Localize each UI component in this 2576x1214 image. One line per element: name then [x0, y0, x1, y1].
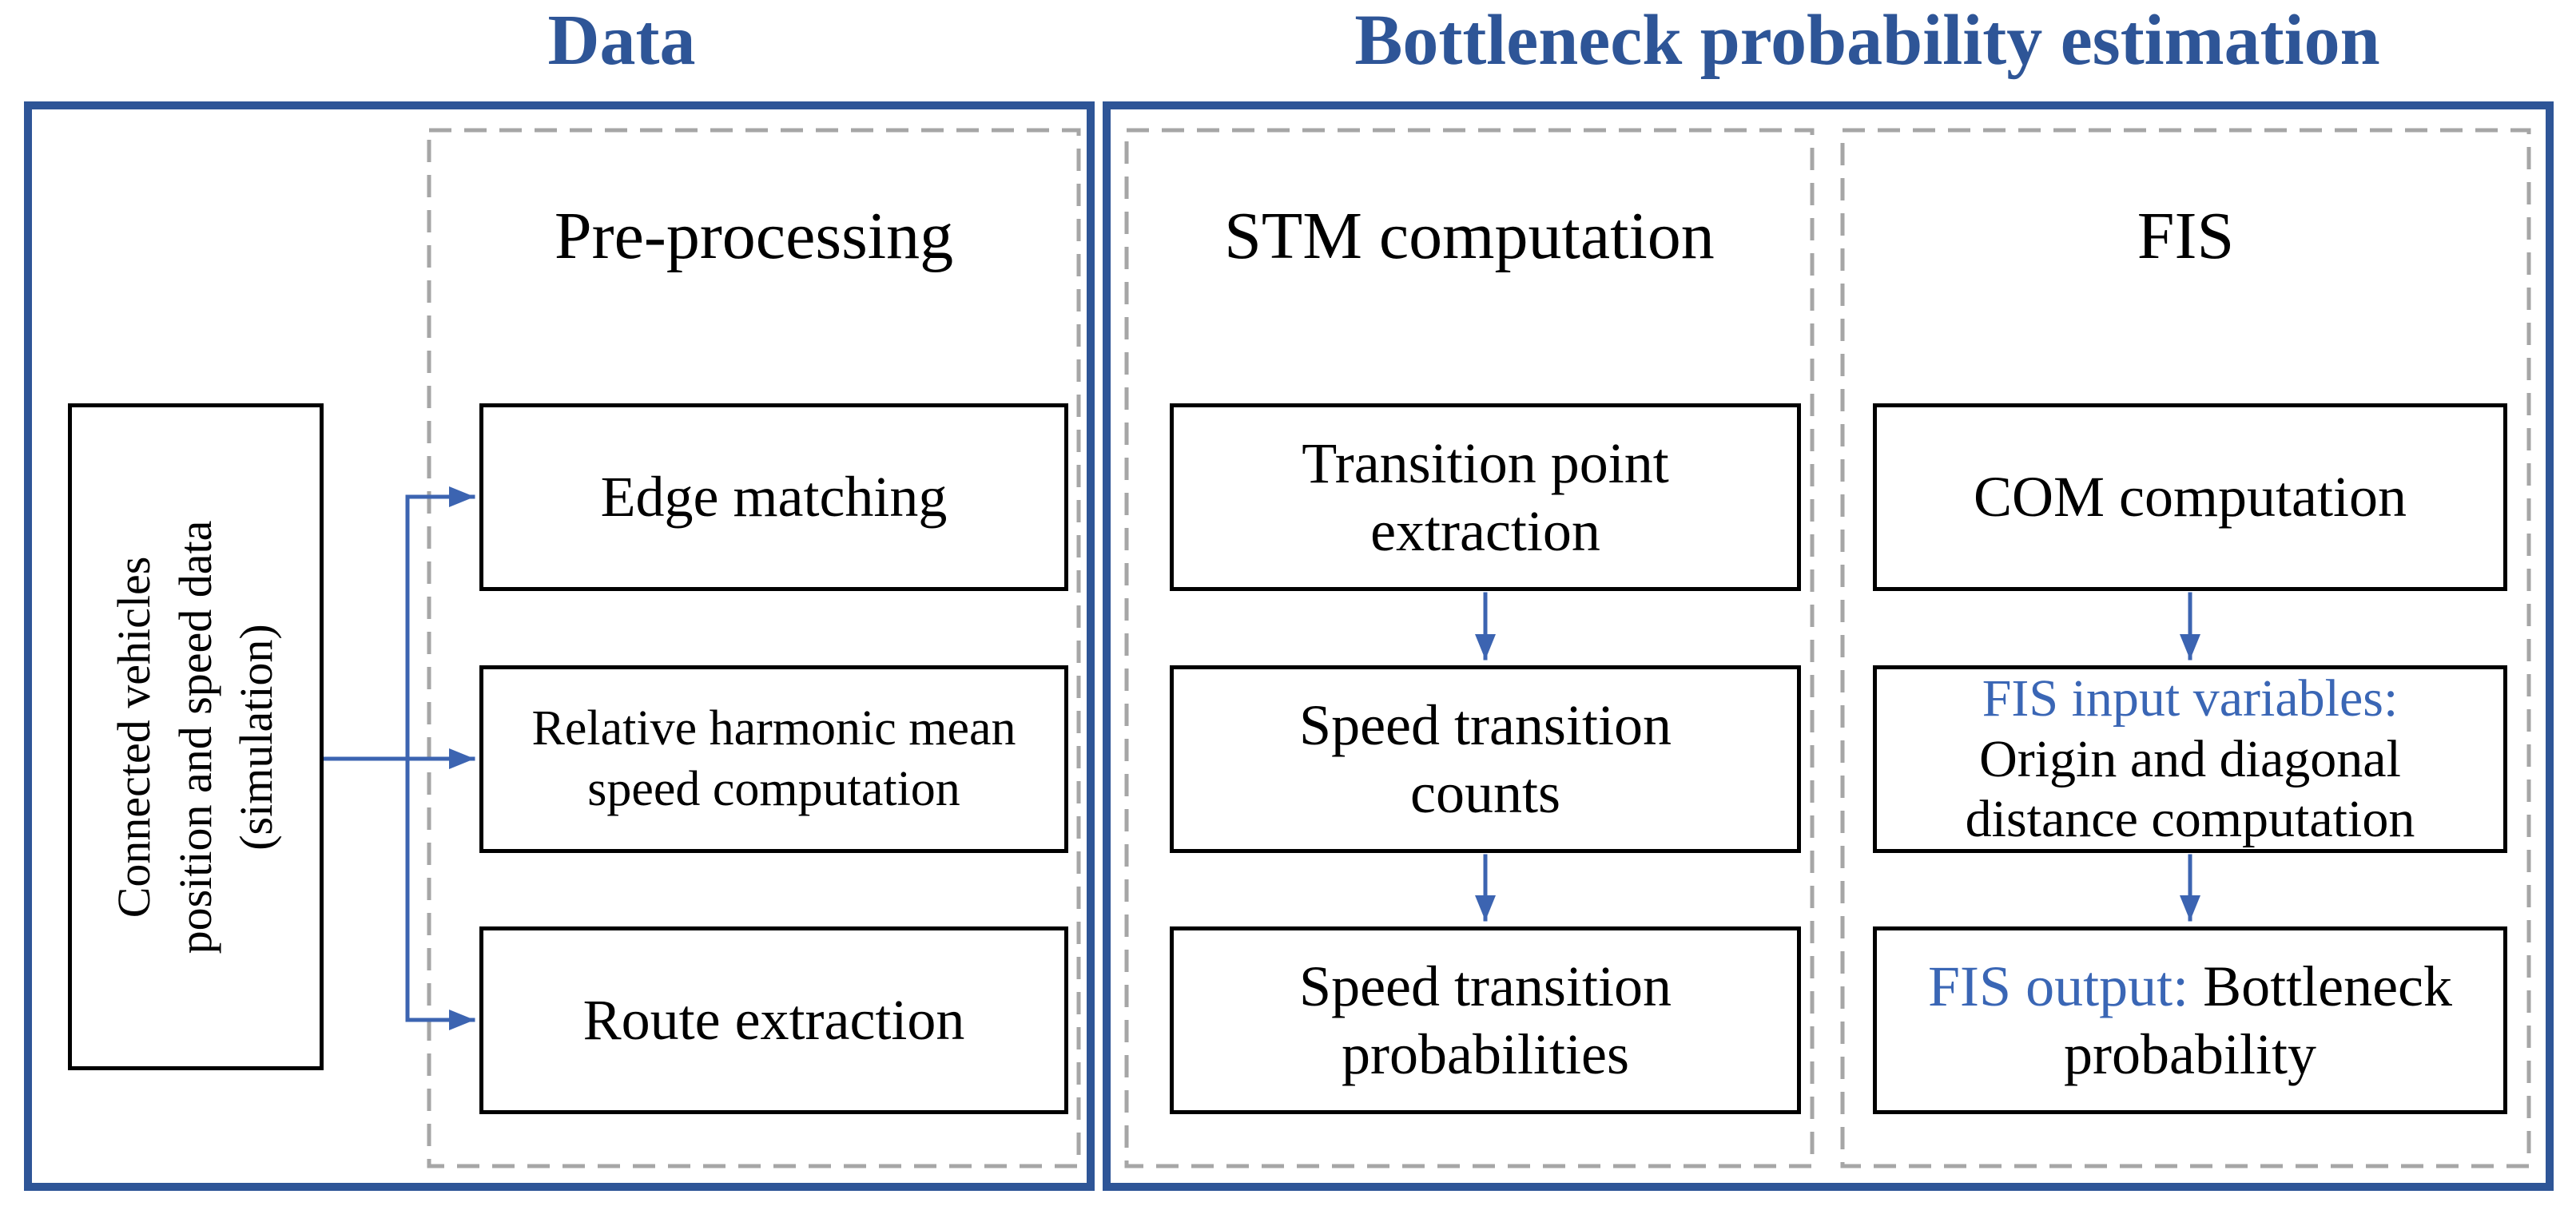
speed-transition-probabilities-box: Speed transition probabilities — [1170, 926, 1801, 1114]
source-line-3: (simulation) — [230, 623, 283, 851]
data-section-frame — [24, 101, 1095, 1191]
fis-input-variables-label: FIS input variables: — [1982, 668, 2399, 728]
bottleneck-section-header: Bottleneck probability estimation — [1354, 1, 2380, 80]
bottleneck-section-frame — [1103, 101, 2554, 1191]
transition-point-extraction-box: Transition point extraction — [1170, 403, 1801, 591]
speed-transition-counts-box: Speed transition counts — [1170, 665, 1801, 853]
fis-output-box: FIS output: Bottleneck probability — [1873, 926, 2507, 1114]
fis-output-line-1: FIS output: Bottleneck — [1928, 953, 2452, 1021]
speed-transition-probabilities-line-1: Speed transition — [1299, 954, 1672, 1018]
source-data-box: Connected vehicles position and speed da… — [68, 403, 324, 1070]
transition-point-line-2: extraction — [1370, 498, 1600, 563]
fis-title: FIS — [2137, 199, 2235, 273]
data-section-header: Data — [547, 1, 696, 80]
relative-harmonic-line-1: Relative harmonic mean — [531, 700, 1016, 756]
fis-input-line-2: Origin and diagonal — [1979, 729, 2401, 788]
preprocessing-title: Pre-processing — [554, 199, 954, 273]
source-line-1: Connected vehicles — [108, 556, 161, 918]
relative-harmonic-box: Relative harmonic mean speed computation — [479, 665, 1068, 853]
route-extraction-box: Route extraction — [479, 926, 1068, 1114]
stm-title: STM computation — [1224, 199, 1715, 273]
speed-transition-counts-line-1: Speed transition — [1299, 692, 1672, 757]
speed-transition-counts-line-2: counts — [1410, 760, 1560, 825]
fis-output-line-2: probability — [2064, 1022, 2316, 1086]
edge-matching-box: Edge matching — [479, 403, 1068, 591]
fis-output-rest: Bottleneck — [2203, 954, 2452, 1018]
fis-input-variables-box: FIS input variables: Origin and diagonal… — [1873, 665, 2507, 853]
com-computation-box: COM computation — [1873, 403, 2507, 591]
transition-point-line-1: Transition point — [1302, 430, 1669, 495]
fis-input-line-3: distance computation — [1965, 790, 2415, 849]
relative-harmonic-line-2: speed computation — [587, 761, 960, 816]
route-extraction-label: Route extraction — [582, 988, 965, 1053]
source-line-2: position and speed data — [169, 520, 221, 954]
speed-transition-probabilities-line-2: probabilities — [1342, 1022, 1629, 1086]
com-computation-label: COM computation — [1974, 465, 2407, 530]
fis-output-label: FIS output: — [1928, 954, 2189, 1018]
source-data-label: Connected vehicles position and speed da… — [104, 403, 288, 1070]
edge-matching-label: Edge matching — [600, 465, 948, 530]
